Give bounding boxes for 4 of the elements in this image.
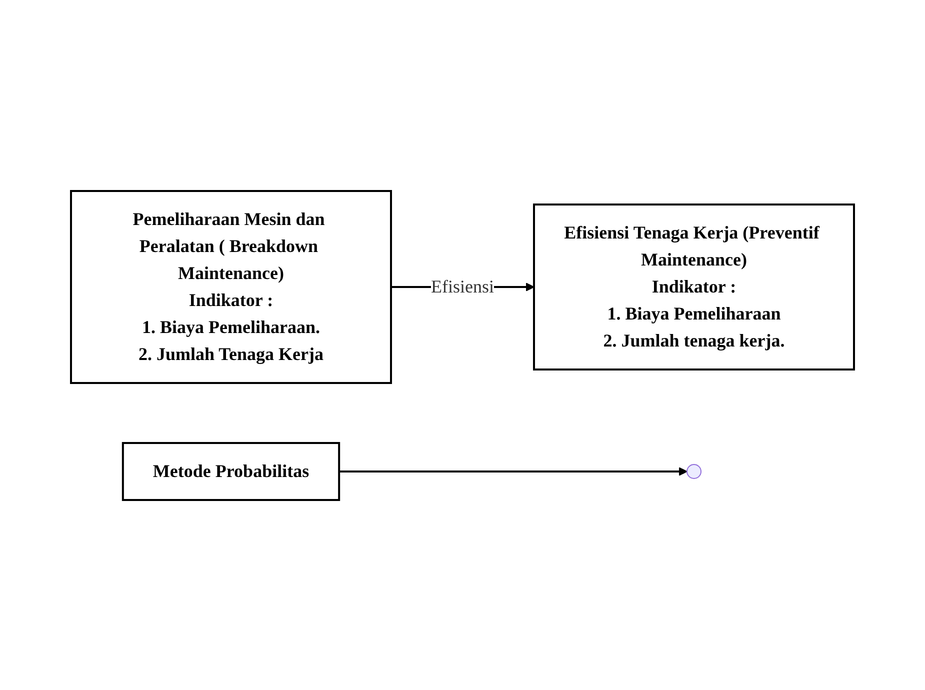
node-box (533, 203, 855, 370)
node-box (70, 190, 392, 384)
arrow (339, 466, 688, 476)
node-box (122, 442, 340, 500)
